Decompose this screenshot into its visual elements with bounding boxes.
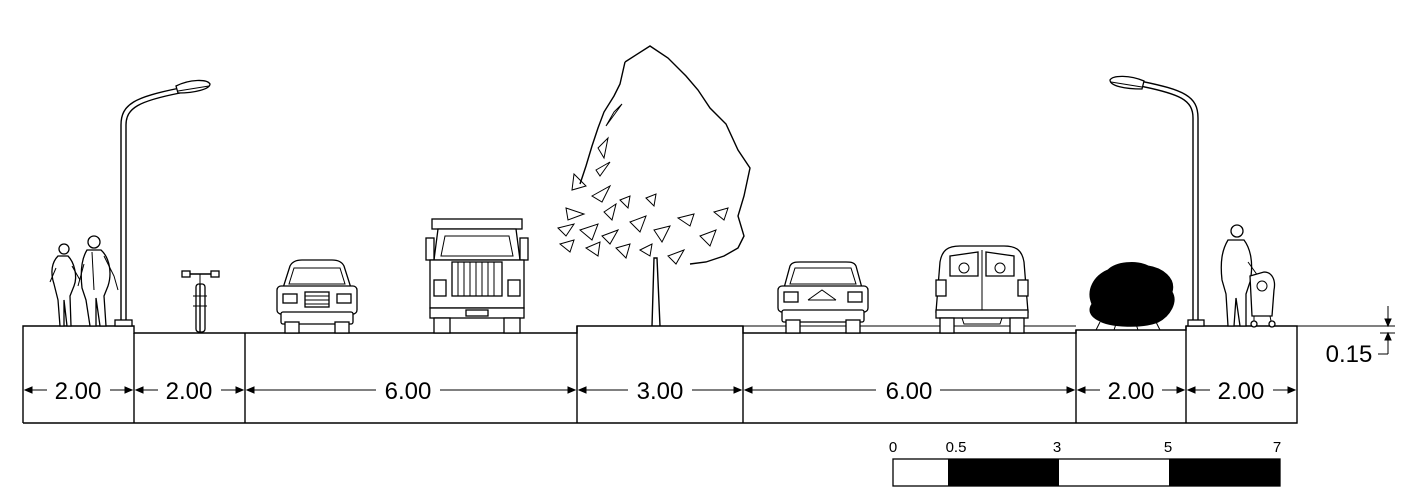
pedestrians-couple (49, 235, 119, 327)
shrub (1089, 262, 1175, 331)
tree (557, 45, 751, 327)
bicycle (181, 270, 220, 333)
dimension-label: 2.00 (1218, 378, 1265, 405)
scale-bar: 0 0.5 3 5 7 (889, 439, 1281, 487)
dimension-segment: 2.00 (134, 378, 245, 405)
scale-bar-label: 0 (889, 439, 897, 456)
dimension-label: 3.00 (637, 378, 684, 405)
curb-height-dimension: 0.15 (1326, 306, 1395, 368)
truck-front (425, 218, 529, 334)
dimension-label: 2.00 (55, 378, 102, 405)
dimension-label: 6.00 (385, 378, 432, 405)
scale-bar-label: 3 (1053, 439, 1061, 456)
dimension-segment: 2.00 (1076, 378, 1186, 405)
scale-bar-label: 0.5 (946, 439, 967, 456)
dimension-segment: 6.00 (245, 378, 577, 405)
street-lamp-left (114, 79, 211, 327)
pedestrian-with-stroller (1220, 224, 1276, 328)
dimension-label: 2.00 (1108, 378, 1155, 405)
curb-height-label: 0.15 (1326, 341, 1373, 368)
scale-bar-label: 7 (1273, 439, 1281, 456)
section-outline (22, 325, 1395, 424)
dimension-label: 6.00 (886, 378, 933, 405)
van-rear (935, 245, 1029, 334)
dimension-segment: 2.00 (23, 378, 134, 405)
scale-bar-label: 5 (1164, 439, 1172, 456)
dimension-segment: 3.00 (577, 378, 743, 405)
dimension-label: 2.00 (166, 378, 213, 405)
dimension-segment: 2.00 (1186, 378, 1297, 405)
car-rear-right (777, 261, 869, 334)
street-lamp-right (1109, 75, 1205, 327)
car-front-left (276, 259, 358, 334)
dimension-segment: 6.00 (743, 378, 1076, 405)
dimension-lines: 2.00 2.00 6.00 3.00 6.00 2.00 (23, 378, 1297, 405)
